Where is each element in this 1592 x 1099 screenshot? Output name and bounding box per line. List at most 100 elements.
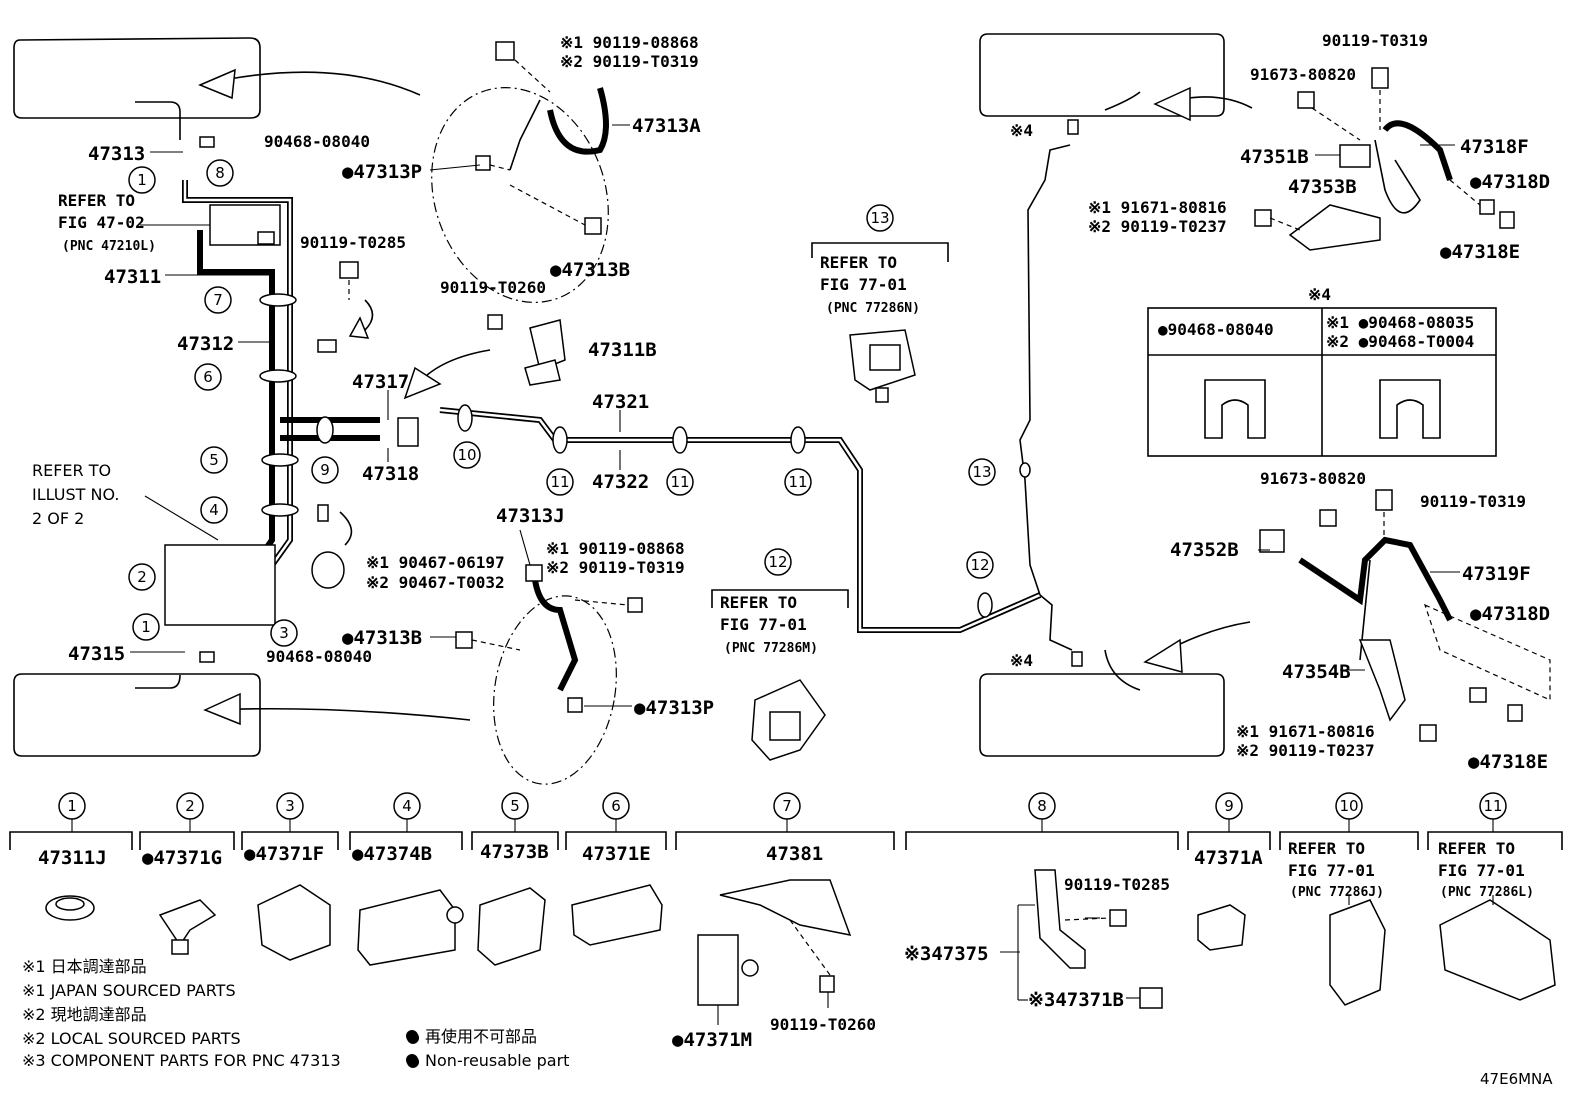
label-90119-T0260: 90119-T0260: [440, 278, 546, 297]
circle-marker-n13b: [968, 458, 996, 486]
circle-marker-n12b: [966, 551, 994, 579]
legend-1: ※1 日本調達部品: [22, 957, 147, 976]
label-47313P-bot: ●47313P: [634, 697, 714, 719]
refer-12-bracket: [711, 589, 849, 608]
label-47311B: 47311B: [588, 339, 657, 361]
bottom-row-frames: [9, 818, 1563, 850]
refer-illust-l3: 2 OF 2: [32, 509, 84, 528]
bottom-circle-number-5: 5: [510, 797, 520, 815]
label-r-80820-top: 91673-80820: [1250, 65, 1356, 84]
circle-marker-n12: [764, 548, 792, 576]
refer-12-l2: FIG 77-01: [720, 615, 807, 634]
clip-star4-top: [1067, 119, 1079, 135]
circle-number-n11a: 11: [550, 473, 569, 491]
refer-13-l1: REFER TO: [820, 253, 897, 272]
label-r-t0319-bot: 90119-T0319: [1420, 492, 1526, 511]
legend-bullet-1: [406, 1030, 418, 1042]
bottom-11-l1: REFER TO: [1438, 839, 1515, 858]
circle-marker-n6: [194, 363, 222, 391]
bottom-circle-4: [393, 792, 421, 820]
label-47313B-top: ●47313B: [550, 259, 630, 281]
circle-marker-n11a: [546, 468, 574, 496]
circle-number-n12: 12: [768, 553, 787, 571]
main-pipe-run: [397, 144, 1073, 651]
label-top-a1: ※1 90119-08868: [560, 33, 699, 52]
refer-12-l1: REFER TO: [720, 593, 797, 612]
label-47352B: 47352B: [1170, 539, 1239, 561]
label-47313B-bot: ●47313B: [342, 627, 422, 649]
refer-13-bracket: [811, 242, 949, 262]
bottom-circle-10: [1335, 792, 1363, 820]
label-mid-a1: ※1 90119-08868: [546, 539, 685, 558]
bottom-circle-1: [58, 792, 86, 820]
bottom-part-7: 47381: [766, 843, 823, 865]
ref-box-bottom-left: [13, 673, 471, 757]
legend-4: ※2 LOCAL SOURCED PARTS: [22, 1029, 241, 1048]
ref-box-bottom-right: [979, 621, 1251, 757]
label-47318E-bot: ●47318E: [1468, 751, 1548, 773]
circle-marker-n1a: [128, 166, 156, 194]
label-90468-08040-bot: 90468-08040: [266, 647, 372, 666]
bottom-circle-11: [1479, 792, 1507, 820]
label-r-t0319-top: 90119-T0319: [1322, 31, 1428, 50]
label-47353B: 47353B: [1288, 176, 1357, 198]
legend-7: ● Non-reusable part: [406, 1051, 569, 1070]
rh-upper-hose: [1254, 67, 1515, 251]
circle-marker-n8: [206, 159, 234, 187]
label-47318E-top: ●47318E: [1440, 241, 1520, 263]
bottom-circle-number-2: 2: [185, 797, 195, 815]
label-r-80816-bot: ※1 91671-80816: [1236, 722, 1375, 741]
bottom-10-l1: REFER TO: [1288, 839, 1365, 858]
label-r-t0237-top: ※2 90119-T0237: [1088, 217, 1227, 236]
circle-marker-n7: [204, 286, 232, 314]
refer-4702-l3: (PNC 47210L): [62, 239, 156, 254]
circle-number-n2: 2: [137, 568, 147, 586]
bottom-circle-8: [1028, 792, 1056, 820]
bottom-circle-number-8: 8: [1037, 797, 1047, 815]
bottom-7-bolt: 90119-T0260: [770, 1015, 876, 1034]
label-47351B: 47351B: [1240, 146, 1309, 168]
circle-number-n1a: 1: [137, 171, 147, 189]
bottom-10-l2: FIG 77-01: [1288, 861, 1375, 880]
bottom-circle-5: [501, 792, 529, 820]
label-47315: 47315: [68, 643, 125, 665]
circle-number-n6: 6: [203, 368, 213, 386]
diagram-code: 47E6MNA: [1480, 1070, 1553, 1088]
bottom-8-clip: ※347371B: [1028, 989, 1124, 1011]
label-mid-a2: ※2 90119-T0319: [546, 558, 685, 577]
label-47318: 47318: [362, 463, 419, 485]
circle-number-n7: 7: [213, 291, 223, 309]
label-47313: 47313: [88, 143, 145, 165]
label-47312: 47312: [177, 333, 234, 355]
bottom-circle-number-4: 4: [402, 797, 412, 815]
bottom-circle-number-6: 6: [611, 797, 621, 815]
bottom-circle-number-1: 1: [67, 797, 77, 815]
label-grommet-2: ※2 90467-T0032: [366, 573, 505, 592]
bottom-row-parts: [45, 869, 1556, 1025]
label-47318D-top: ●47318D: [1470, 171, 1550, 193]
flex-hose-mid: [455, 564, 643, 785]
legend-6: ● 再使用不可部品: [406, 1027, 537, 1046]
label-47322: 47322: [592, 471, 649, 493]
legend-5: ※3 COMPONENT PARTS FOR PNC 47313: [22, 1051, 341, 1070]
circle-marker-n4: [200, 496, 228, 524]
circle-number-n4: 4: [209, 501, 219, 519]
bottom-11-l2: FIG 77-01: [1438, 861, 1525, 880]
washer-head-right-1: ※1 ●90468-08035: [1326, 313, 1474, 332]
label-47313P-top: ●47313P: [342, 161, 422, 183]
circle-marker-n13: [866, 204, 894, 232]
bottom-circle-9: [1215, 792, 1243, 820]
circle-marker-n9: [311, 456, 339, 484]
bottom-circle-2: [176, 792, 204, 820]
bottom-8-bolt: 90119-T0285: [1064, 875, 1170, 894]
bottom-part-6: 47371E: [582, 843, 651, 865]
clip-77286M: [751, 679, 826, 761]
bottom-circle-number-9: 9: [1224, 797, 1234, 815]
legend-3: ※2 現地調達部品: [22, 1005, 147, 1024]
label-star4-b: ※4: [1010, 651, 1033, 670]
circle-number-n1b: 1: [141, 618, 151, 636]
leader-lines: [130, 124, 1460, 707]
washer-head-right-2: ※2 ●90468-T0004: [1326, 332, 1474, 351]
